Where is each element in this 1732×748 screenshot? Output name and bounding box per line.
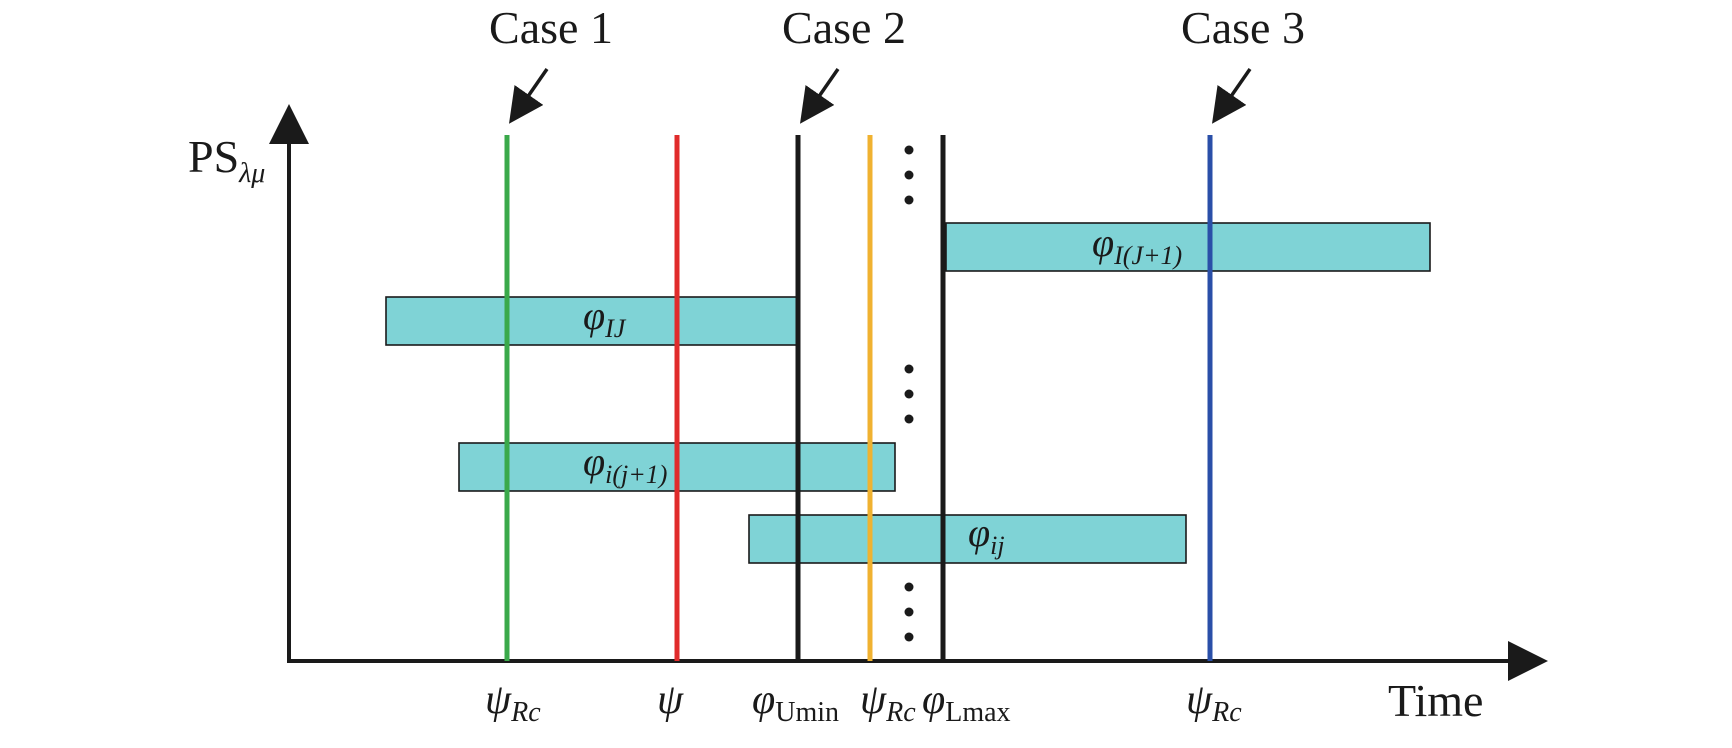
bar-phi-I-J1: φI(J+1) <box>945 220 1431 272</box>
tick-label-phi-lmax: φLmax <box>922 677 1011 728</box>
case-3-label: Case 3 <box>1181 2 1305 53</box>
bar-phi-IJ: φIJ <box>385 293 798 346</box>
bar-phi-i-j1-subscript: i(j+1) <box>605 460 667 489</box>
bar-phi-I-J1-symbol: φ <box>1092 220 1114 265</box>
bar-phi-i-j1-symbol: φ <box>583 439 605 484</box>
tick-label-phi-umin: φUmin <box>752 677 839 728</box>
bar-phi-IJ-subscript: IJ <box>604 314 627 343</box>
tick-label-psi-rc-1: ψRc <box>485 677 541 728</box>
ellipsis-dots-top <box>904 145 914 205</box>
x-axis-label: Time <box>1388 675 1483 726</box>
case-1-arrow <box>509 68 549 124</box>
y-axis-label: PSλμ <box>188 131 265 189</box>
bar-phi-IJ-symbol: φ <box>583 293 605 338</box>
y-axis-label-main: PS <box>188 131 239 182</box>
bar-phi-ij: φij <box>748 510 1187 564</box>
svg-text:φI(J+1): φI(J+1) <box>1092 220 1182 270</box>
case-3-arrow <box>1212 68 1252 124</box>
tick-label-psi: ψ <box>657 677 684 723</box>
bar-phi-ij-symbol: φ <box>968 510 990 555</box>
y-axis-label-sub: λμ <box>238 158 265 189</box>
case-1-label: Case 1 <box>489 2 613 53</box>
bar-phi-I-J1-subscript: I(J+1) <box>1113 241 1182 270</box>
svg-text:φIJ: φIJ <box>583 293 627 343</box>
svg-text:φij: φij <box>968 510 1005 560</box>
case-2-label: Case 2 <box>782 2 906 53</box>
svg-text:φi(j+1): φi(j+1) <box>583 439 667 489</box>
tick-label-psi-rc-3: ψRc <box>1186 677 1242 728</box>
ellipsis-dots-middle <box>904 364 914 424</box>
bar-phi-ij-subscript: ij <box>990 531 1004 560</box>
ellipsis-dots-bottom <box>904 582 914 642</box>
case-2-arrow <box>800 68 840 124</box>
tick-label-psi-rc-2: ψRc <box>860 677 916 728</box>
